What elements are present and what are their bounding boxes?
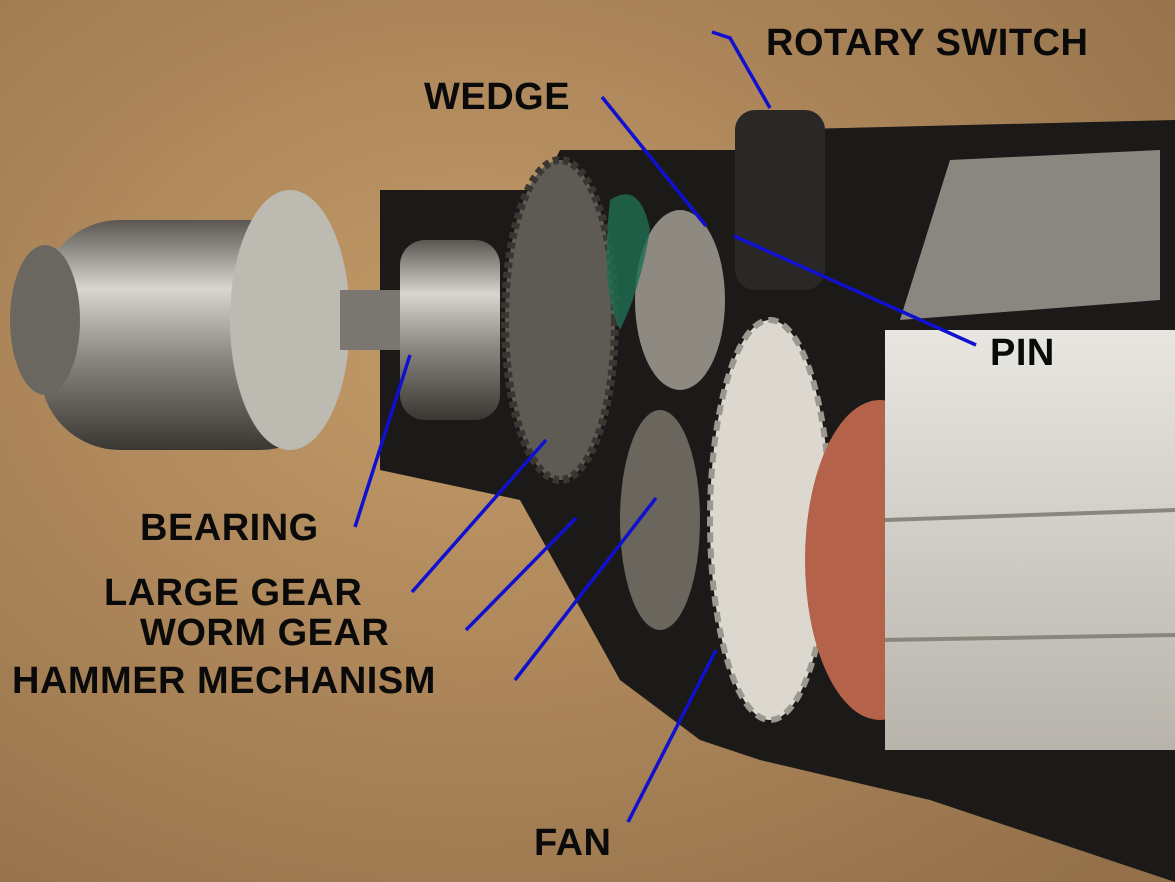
chuck-front	[230, 190, 350, 450]
pin-leader	[733, 234, 977, 347]
leader-lines	[353, 30, 977, 823]
label-large-gear: LARGE GEAR	[104, 572, 363, 614]
label-hammer-mechanism: HAMMER MECHANISM	[12, 660, 436, 702]
housing-inner	[900, 150, 1160, 320]
label-fan: FAN	[534, 822, 612, 864]
label-worm-gear: WORM GEAR	[140, 612, 390, 654]
shaft	[340, 290, 410, 350]
large-gear	[501, 156, 619, 484]
motor-stator	[885, 330, 1175, 750]
rotary-switch	[735, 110, 825, 290]
worm-gear-leader	[464, 516, 578, 632]
large-gear-leader	[410, 438, 548, 594]
stator-line	[884, 633, 1175, 642]
label-bearing: BEARING	[140, 507, 319, 549]
hammer-mechanism-part	[635, 210, 725, 390]
rotary-switch-leader	[711, 30, 772, 109]
green-grease	[606, 194, 650, 330]
fan-leader	[626, 649, 718, 823]
hammer-mechanism-leader	[513, 496, 658, 682]
label-rotary-switch: ROTARY SWITCH	[766, 22, 1089, 64]
bearing	[400, 240, 500, 420]
chuck-tip	[10, 245, 80, 395]
label-wedge: WEDGE	[424, 76, 571, 118]
stator-line	[884, 508, 1175, 522]
hammer-disc	[620, 410, 700, 630]
wedge-leader	[600, 95, 708, 228]
bearing-leader	[353, 354, 412, 528]
label-pin: PIN	[990, 332, 1055, 374]
